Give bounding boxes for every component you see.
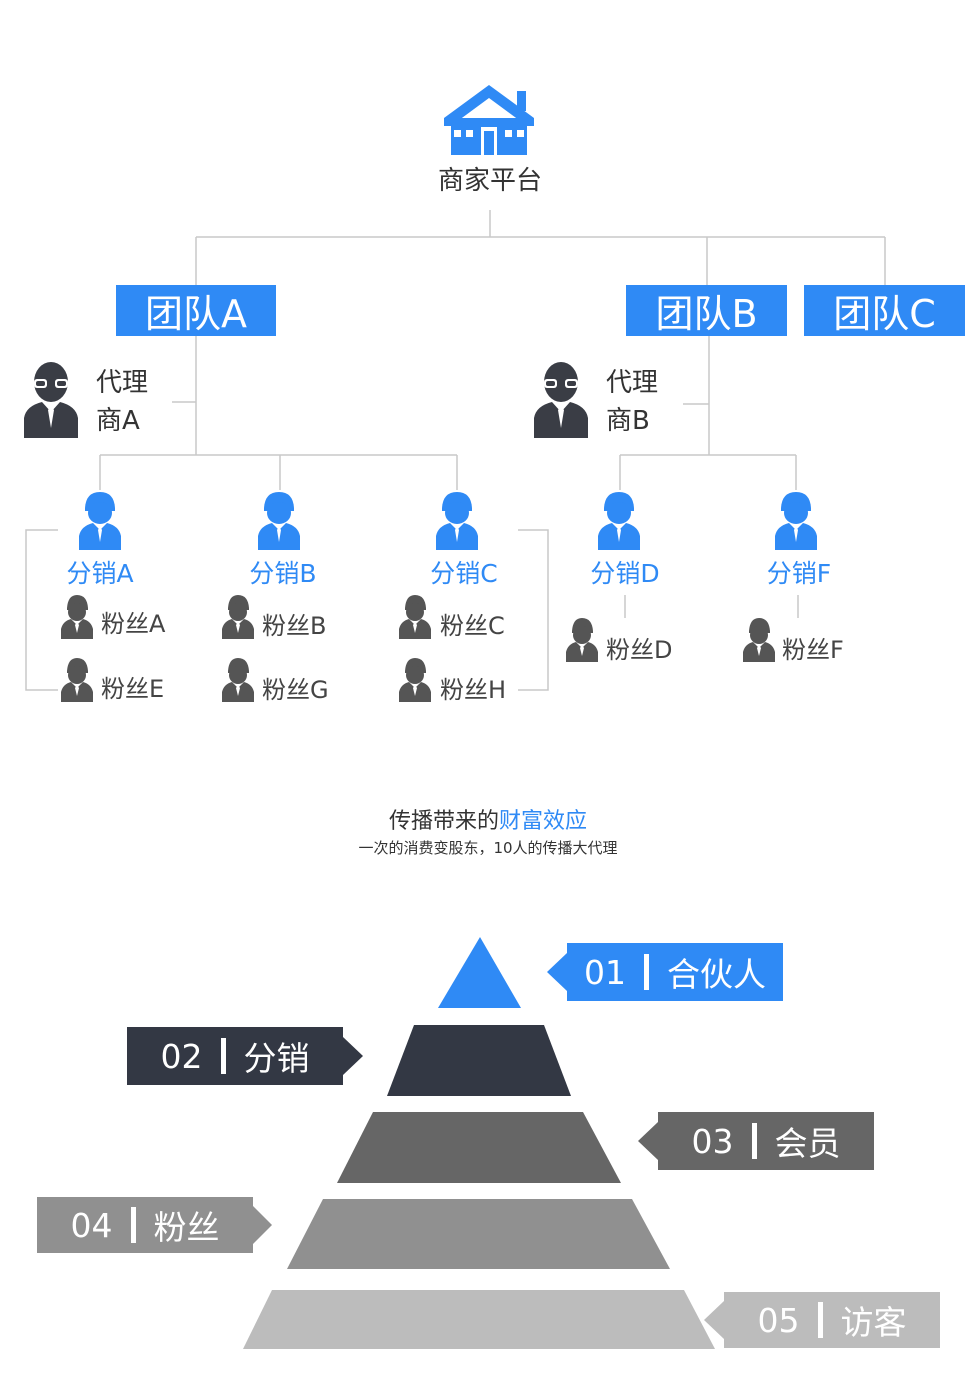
level-label: 粉丝 <box>153 1208 220 1247</box>
fan-label: 粉丝C <box>440 612 505 640</box>
level-number: 04 <box>70 1205 113 1245</box>
label-box-2 <box>127 1027 343 1085</box>
fan-label: 粉丝F <box>782 636 844 664</box>
label-box-1 <box>567 943 783 1001</box>
agent-label-b: 代理 商B <box>606 364 658 440</box>
agent-label-line1: 代理 <box>96 368 149 398</box>
section-title: 传播带来的财富效应 <box>0 803 976 835</box>
user-icon <box>258 492 300 550</box>
agent-icon <box>534 362 588 438</box>
pyramid-level-1 <box>438 937 521 1008</box>
pyramid-level-2 <box>387 1025 571 1096</box>
level-label: 合伙人 <box>667 955 766 994</box>
separator-bar <box>644 954 649 990</box>
user-icon <box>566 618 598 662</box>
team-box-a: 团队A <box>116 285 276 336</box>
level-label: 分销 <box>243 1039 310 1078</box>
level-number: 05 <box>757 1300 800 1340</box>
user-icon <box>399 658 431 702</box>
separator-bar <box>220 1038 226 1074</box>
label-pointer-5 <box>704 1301 724 1339</box>
user-icon <box>61 658 93 702</box>
pyramid <box>37 937 940 1349</box>
fan-icons <box>61 595 775 702</box>
distributor-label: 分销C <box>430 559 498 588</box>
agent-label-a: 代理 商A <box>96 364 148 440</box>
fan-label: 粉丝H <box>440 676 507 704</box>
team-label: 团队C <box>833 292 936 336</box>
distributor-label: 分销F <box>766 559 832 588</box>
section-subtitle: 一次的消费变股东，10人的传播大代理 <box>358 839 618 857</box>
user-icon <box>61 595 93 639</box>
agent-icon <box>24 362 78 438</box>
team-label: 团队A <box>145 292 247 336</box>
team-label: 团队B <box>655 292 758 336</box>
user-icon <box>399 595 431 639</box>
fan-label: 粉丝B <box>262 612 327 640</box>
agent-label-line2: 商B <box>606 406 650 436</box>
agent-label-line2: 商A <box>96 406 140 436</box>
fan-label: 粉丝A <box>101 610 166 638</box>
pyramid-level-4 <box>287 1199 670 1269</box>
user-icon <box>222 658 254 702</box>
distributor-label: 分销A <box>66 559 134 588</box>
pyramid-level-5 <box>243 1290 715 1349</box>
pyramid-label-1: 01 合伙人 <box>567 943 783 1001</box>
distributor-label: 分销B <box>249 559 317 588</box>
team-box-c: 团队C <box>804 285 965 336</box>
label-pointer-4 <box>253 1206 272 1244</box>
pyramid-label-5: 05 访客 <box>724 1292 940 1348</box>
label-pointer-3 <box>638 1122 658 1160</box>
pyramid-label-3: 03 会员 <box>658 1112 874 1170</box>
house-icon <box>444 85 534 155</box>
label-box-3 <box>658 1112 874 1170</box>
pyramid-label-2: 02 分销 <box>127 1027 343 1085</box>
level-label: 访客 <box>840 1303 907 1342</box>
user-icon <box>743 618 775 662</box>
pyramid-label-4: 04 粉丝 <box>37 1197 253 1253</box>
user-icon <box>222 595 254 639</box>
root-label: 商家平台 <box>437 166 542 196</box>
label-box-5 <box>724 1292 940 1348</box>
user-icon <box>598 492 640 550</box>
label-pointer-1 <box>547 953 567 991</box>
separator-bar <box>130 1207 136 1243</box>
fan-label: 粉丝D <box>606 636 673 664</box>
user-icon <box>79 492 121 550</box>
label-pointer-2 <box>343 1037 363 1075</box>
pyramid-level-3 <box>337 1112 621 1183</box>
user-icon <box>775 492 817 550</box>
distributor-label: 分销D <box>590 559 660 588</box>
label-box-4 <box>37 1197 253 1253</box>
level-number: 03 <box>691 1121 734 1161</box>
level-label: 会员 <box>774 1124 841 1163</box>
team-box-b: 团队B <box>626 285 787 336</box>
separator-bar <box>751 1123 757 1159</box>
user-icon <box>436 492 478 550</box>
section-title-prefix: 传播带来的 <box>388 809 499 834</box>
connector-lines <box>25 210 886 691</box>
agent-label-line1: 代理 <box>606 368 659 398</box>
fan-label: 粉丝G <box>262 676 329 704</box>
distributor-icons <box>79 492 817 550</box>
separator-bar <box>817 1302 823 1338</box>
level-number: 01 <box>584 952 626 992</box>
section-title-highlight: 财富效应 <box>499 809 588 834</box>
fan-label: 粉丝E <box>101 675 165 703</box>
level-number: 02 <box>160 1036 203 1076</box>
